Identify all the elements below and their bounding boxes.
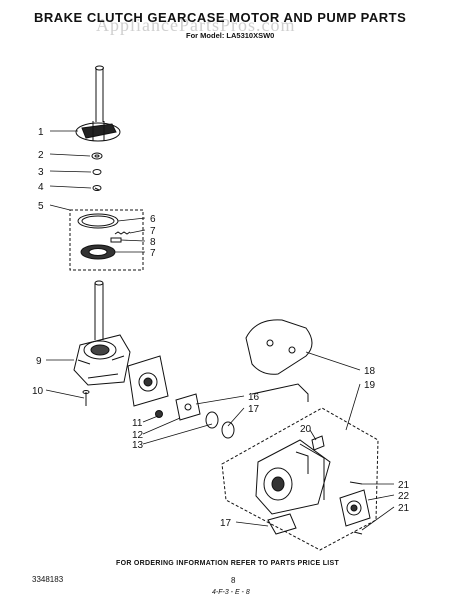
callout-1: 1 — [38, 127, 44, 138]
callout-4: 4 — [38, 182, 44, 193]
callout-21b: 21 — [398, 503, 410, 514]
callout-19: 19 — [364, 380, 376, 391]
document-number: 3348183 — [32, 575, 64, 584]
callout-17b: 17 — [220, 518, 232, 529]
callout-8: 8 — [150, 237, 156, 248]
callout-20: 20 — [300, 424, 312, 435]
callout-13: 13 — [132, 440, 144, 451]
callout-7a: 7 — [150, 226, 156, 237]
callout-10: 10 — [32, 386, 44, 397]
screw-part-21-upper — [349, 481, 363, 485]
spring-part-7 — [114, 231, 131, 235]
pump-part-22 — [339, 489, 371, 527]
washer-part-2 — [91, 152, 103, 160]
brake-drum-part — [80, 244, 116, 260]
callout-17a: 17 — [248, 404, 260, 415]
revision-code: 4-F-3 - E - 8 — [212, 589, 250, 596]
rod-part-17-upper — [251, 383, 309, 402]
callout-11: 11 — [132, 418, 143, 429]
motor-part — [255, 439, 331, 515]
callout-12: 12 — [132, 430, 144, 441]
callout-18: 18 — [364, 366, 376, 377]
brake-assembly-box — [69, 209, 144, 271]
leader-lines — [45, 130, 395, 531]
nut-part-11 — [155, 410, 163, 418]
callout-2: 2 — [38, 150, 44, 161]
callout-5: 5 — [38, 201, 44, 212]
callout-numbers: 1 2 3 4 5 6 7 8 7 9 10 11 12 13 16 17 18… — [32, 127, 410, 529]
bolt-part-10 — [82, 390, 90, 406]
callout-6: 6 — [150, 214, 156, 225]
model-subtitle: For Model: LA5310XSW0 — [186, 31, 275, 40]
washer-part-3 — [92, 169, 102, 175]
brake-ring-part-6 — [77, 213, 119, 229]
clutch-part-16 — [175, 393, 201, 421]
brake-shaft-part — [75, 65, 121, 142]
coupling-parts — [205, 411, 235, 439]
clip-part-4 — [92, 185, 102, 191]
page-title: BRAKE CLUTCH GEARCASE MOTOR AND PUMP PAR… — [34, 10, 407, 25]
gearcase-part — [73, 280, 131, 386]
ordering-info-note: FOR ORDERING INFORMATION REFER TO PARTS … — [116, 560, 340, 567]
page-number: 8 — [231, 576, 236, 585]
callout-22: 22 — [398, 491, 410, 502]
callout-7b: 7 — [150, 248, 156, 259]
gasket-part-18 — [245, 319, 313, 375]
callout-9: 9 — [36, 356, 42, 367]
rod-part-17-lower — [267, 513, 297, 535]
callout-16: 16 — [248, 392, 260, 403]
callout-21a: 21 — [398, 480, 410, 491]
screw-part-21-lower — [353, 531, 363, 535]
pad-part-8 — [110, 237, 122, 243]
clip-part-20 — [311, 435, 325, 451]
mounting-plate — [127, 355, 169, 407]
callout-3: 3 — [38, 167, 44, 178]
